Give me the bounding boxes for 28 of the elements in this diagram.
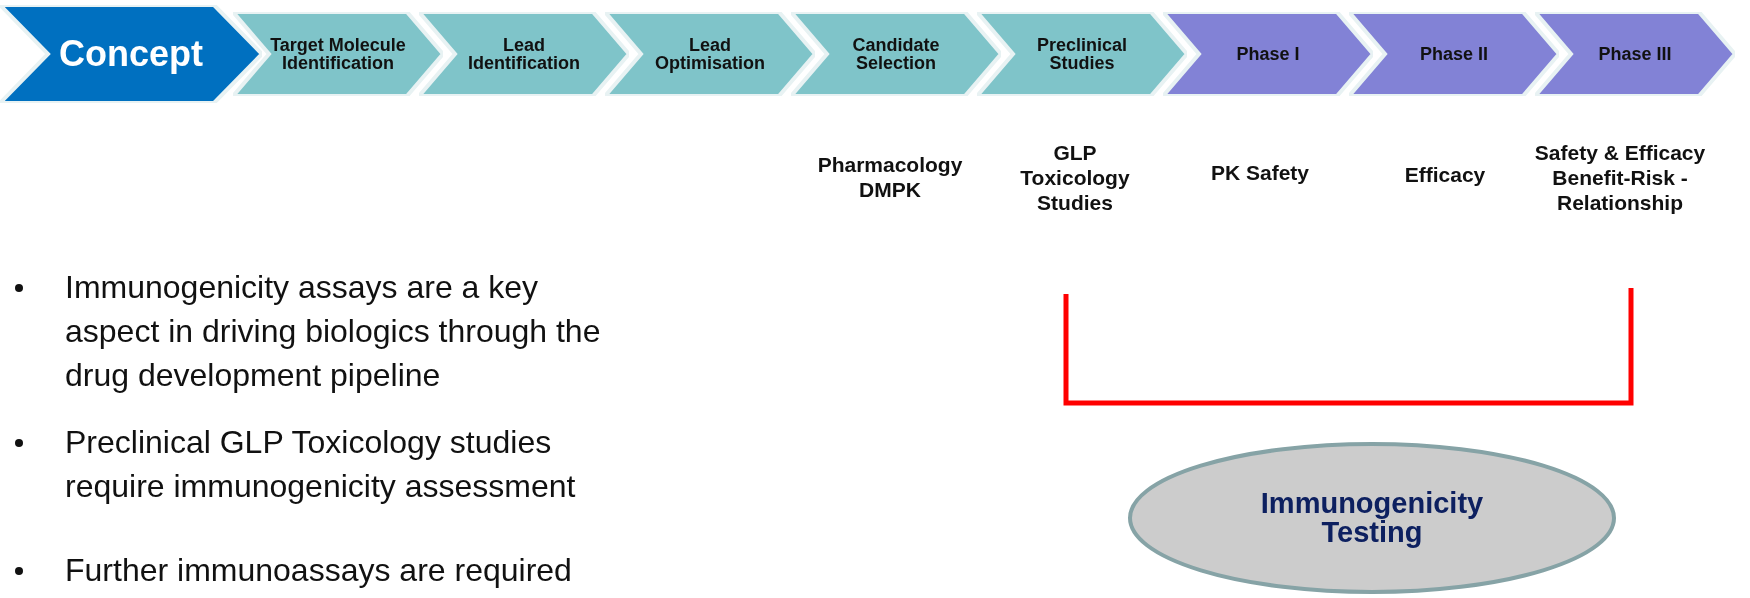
bullet-text: Further immunoassays are required (65, 551, 573, 590)
stage-label: Target Molecule Identification (269, 36, 407, 72)
stage-label: Phase II (1419, 45, 1488, 63)
pipeline-stage (791, 12, 1001, 96)
pipeline-stage (1163, 12, 1373, 96)
pipeline-stage (233, 12, 443, 96)
pipeline-stage (419, 12, 629, 96)
testing-ellipse (1127, 441, 1617, 595)
stage-note: Safety & Efficacy Benefit-Risk - Relationship (1533, 140, 1707, 216)
pipeline-stage (1535, 12, 1735, 96)
stage-label: Phase I (1236, 45, 1300, 63)
pipeline-stage (0, 5, 262, 103)
stage-note: Efficacy (1403, 162, 1487, 188)
stage-note: GLP Toxicology Studies (1019, 140, 1131, 216)
stage-note: PK Safety (1209, 160, 1310, 186)
stage-label: Preclinical Studies (1035, 36, 1128, 72)
stage-label: Lead Optimisation (654, 36, 766, 72)
stage-label: Lead Identification (467, 36, 581, 72)
bullet-text: Preclinical GLP Toxicology studies require immunogenicity assessment (65, 423, 577, 507)
bullet-text: Immunogenicity assays are a key aspect in driving biologics through the drug development pipeline (65, 268, 602, 396)
stage-label: Phase III (1598, 45, 1672, 63)
stage-note: Pharmacology DMPK (816, 152, 964, 203)
pipeline-stage (977, 12, 1187, 96)
pipeline-stage (1349, 12, 1559, 96)
stage-label: Immunogenicity Testing (1259, 489, 1485, 547)
pipeline-stage (605, 12, 815, 96)
stage-label: Candidate Selection (851, 36, 941, 72)
stage-label: Concept (59, 36, 203, 72)
